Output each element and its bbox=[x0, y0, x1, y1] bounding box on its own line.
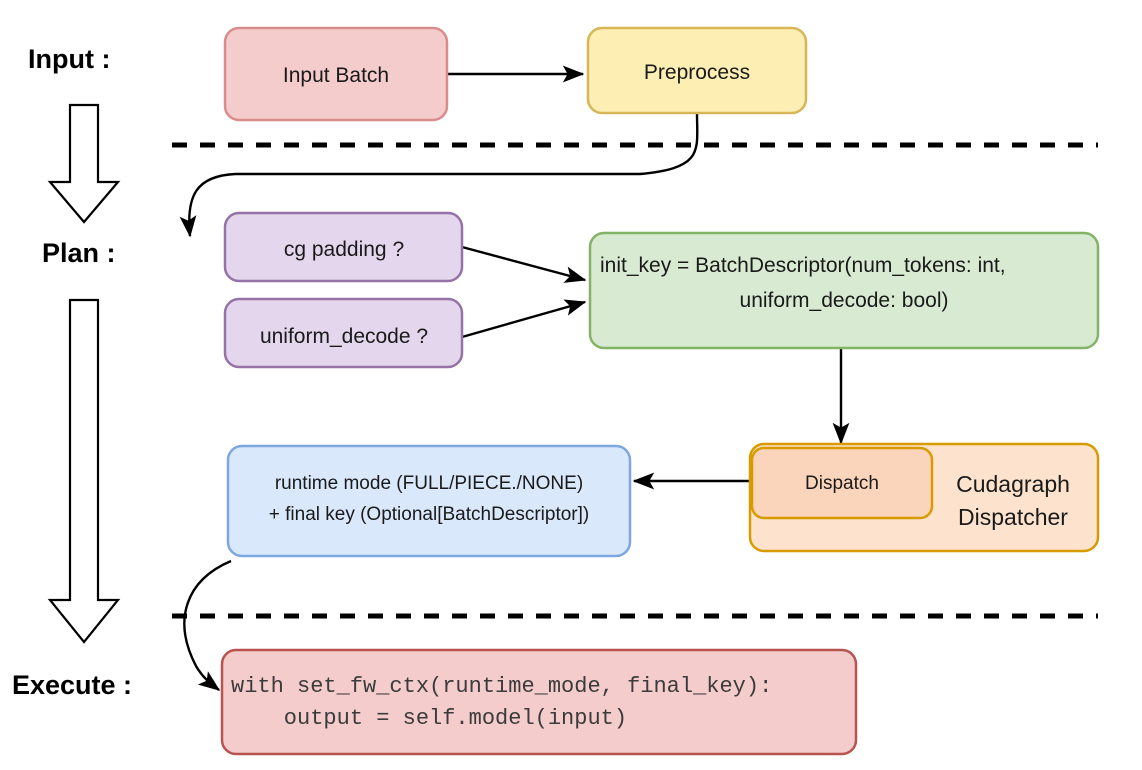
node-execute-code-line1: with set_fw_ctx(runtime_mode, final_key)… bbox=[231, 674, 772, 699]
node-uniform-decode-label: uniform_decode ? bbox=[260, 325, 428, 348]
node-init-key-line2: uniform_decode: bool) bbox=[740, 289, 949, 312]
stage-label-execute: Execute : bbox=[12, 670, 132, 700]
node-preprocess[interactable]: Preprocess bbox=[586, 26, 808, 115]
node-uniform-decode[interactable]: uniform_decode ? bbox=[223, 297, 464, 369]
edge-runtime-mode-to-execute-code bbox=[183, 559, 232, 691]
node-runtime-mode[interactable]: runtime mode (FULL/PIECE./NONE) + final … bbox=[226, 444, 632, 558]
edge-preprocess-to-cg-padding bbox=[179, 112, 699, 238]
node-runtime-mode-shape bbox=[226, 444, 632, 558]
node-cg-padding-label: cg padding ? bbox=[284, 238, 404, 261]
edge-uniform-decode-to-init-key bbox=[461, 299, 587, 339]
node-input-batch[interactable]: Input Batch bbox=[223, 26, 449, 122]
node-input-batch-shape bbox=[223, 26, 449, 122]
node-preprocess-label: Preprocess bbox=[644, 61, 750, 84]
stage-label-plan: Plan : bbox=[42, 238, 116, 268]
stage-label-input: Input : bbox=[28, 44, 110, 74]
node-dispatch-label: Dispatch bbox=[805, 473, 879, 494]
node-dispatch-shape bbox=[750, 446, 934, 520]
node-execute-code-shape bbox=[220, 648, 858, 756]
edge-cg-padding-to-init-key bbox=[461, 245, 587, 283]
node-cg-padding-shape bbox=[223, 211, 464, 283]
node-init-key-line1: init_key = BatchDescriptor(num_tokens: i… bbox=[600, 254, 1006, 277]
node-init-key[interactable]: init_key = BatchDescriptor(num_tokens: i… bbox=[588, 231, 1100, 350]
node-input-batch-label: Input Batch bbox=[283, 64, 389, 87]
node-init-key-shape bbox=[588, 231, 1100, 350]
node-runtime-mode-line1: runtime mode (FULL/PIECE./NONE) bbox=[275, 473, 583, 494]
node-execute-code-line2: output = self.model(input) bbox=[231, 706, 627, 731]
node-uniform-decode-shape bbox=[223, 297, 464, 369]
node-execute-code[interactable]: with set_fw_ctx(runtime_mode, final_key)… bbox=[220, 648, 858, 756]
node-preprocess-shape bbox=[586, 26, 808, 115]
node-cudagraph-dispatcher-line2: Dispatcher bbox=[958, 504, 1068, 530]
node-cudagraph-dispatcher-line1: Cudagraph bbox=[956, 471, 1070, 497]
stage-flow-arrow-input-to-plan bbox=[47, 103, 121, 224]
node-runtime-mode-line2: + final key (Optional[BatchDescriptor]) bbox=[269, 504, 590, 525]
node-cg-padding[interactable]: cg padding ? bbox=[223, 211, 464, 283]
node-dispatch[interactable]: Dispatch bbox=[750, 446, 934, 520]
stage-flow-arrow-plan-to-execute bbox=[47, 298, 121, 644]
